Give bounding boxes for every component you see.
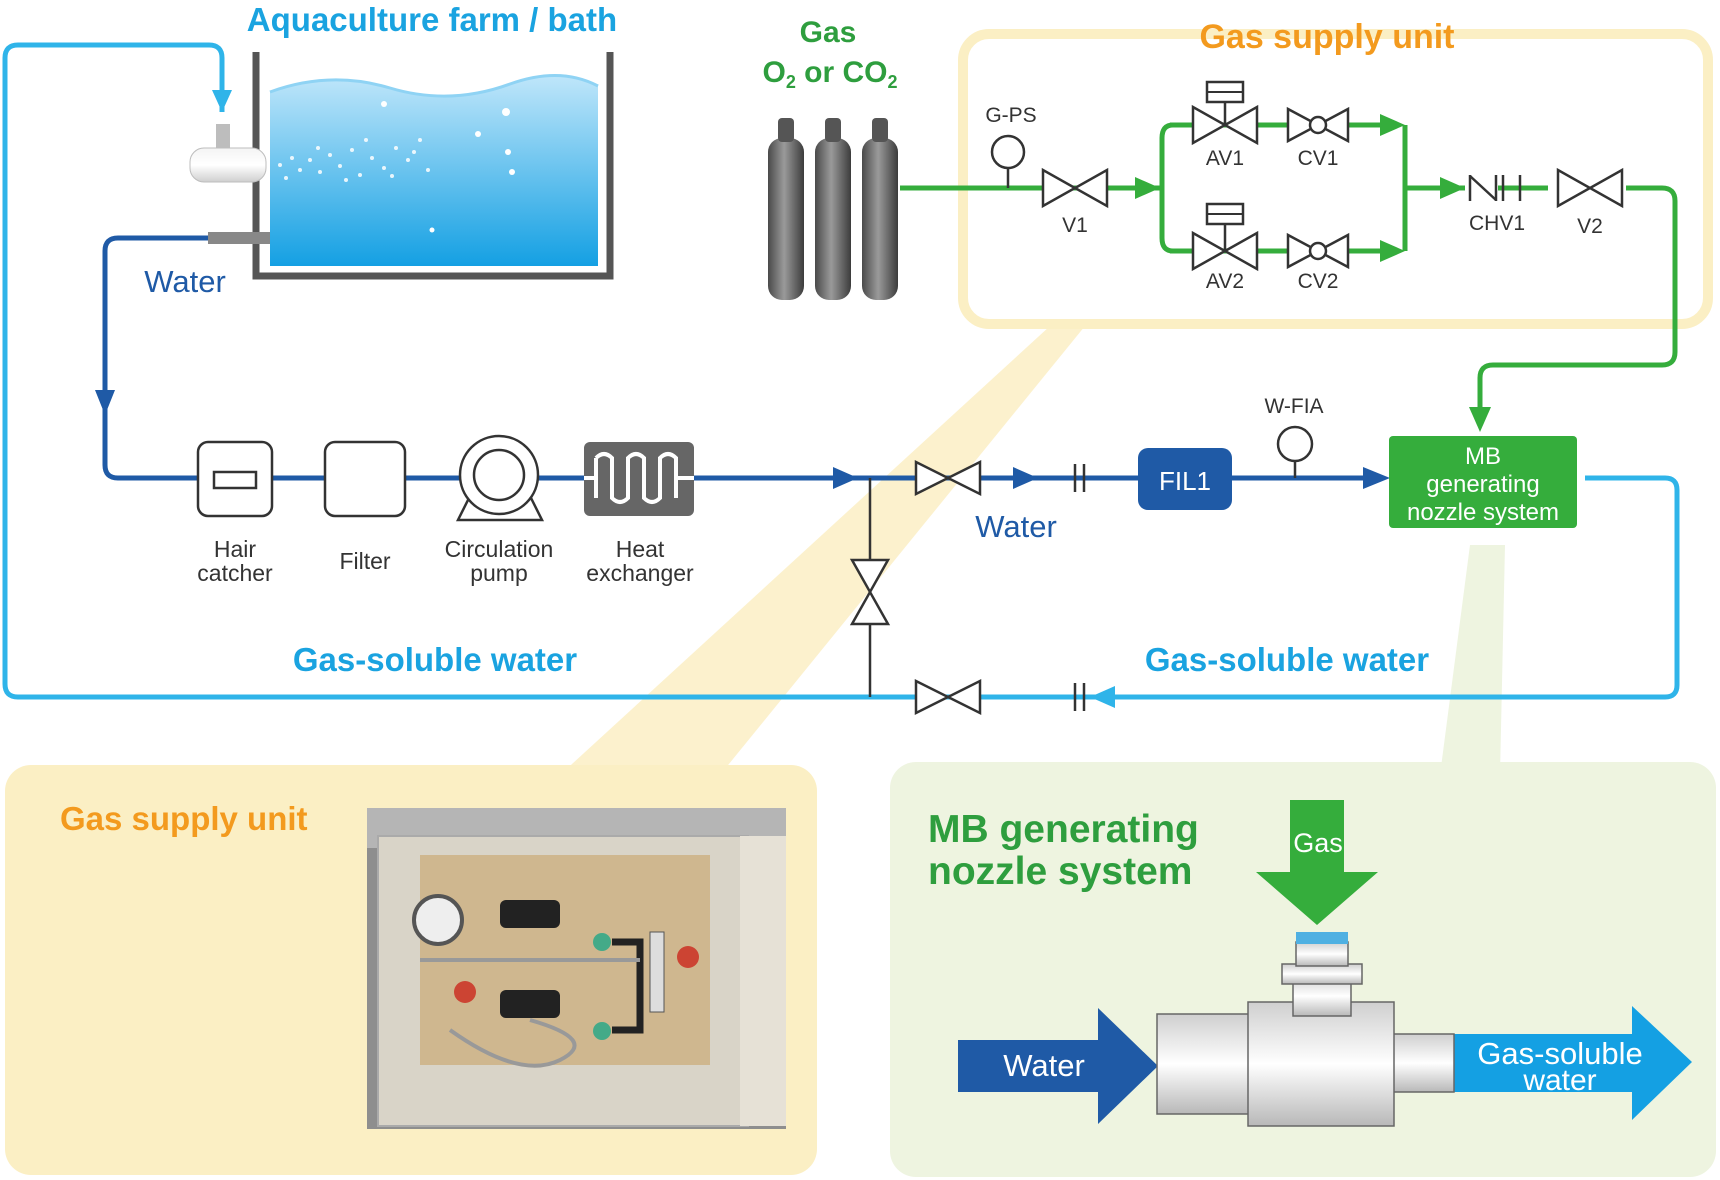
heat-exchanger-label-2: exchanger <box>586 560 694 586</box>
w-fia-gauge <box>1276 425 1314 478</box>
v1-label: V1 <box>1062 214 1088 237</box>
heat-exchanger <box>584 442 694 516</box>
gas-types-label: O2 or CO2 <box>762 56 897 92</box>
water-pipe-main <box>102 235 1370 481</box>
inset-mb-title-1: MB generating <box>928 808 1199 851</box>
gas-arrow-4 <box>1440 177 1465 199</box>
mb-nozzle-box <box>1389 436 1577 528</box>
chv1-label: CHV1 <box>1469 212 1525 235</box>
av2-valve <box>1191 202 1259 272</box>
gas-soluble-right: Gas-soluble water <box>1145 641 1429 678</box>
inset-out-label-1: Gas-soluble <box>1477 1036 1642 1071</box>
w-fia-label: W-FIA <box>1264 395 1323 418</box>
water-inlet-arrow <box>958 1008 1158 1124</box>
return-pipe-right <box>1085 475 1680 700</box>
inset-out-label-2: water <box>1522 1064 1596 1097</box>
water-arrow-1 <box>833 467 858 489</box>
v1-valve <box>1041 167 1109 209</box>
gas-line-branch <box>1159 122 1174 254</box>
callout-mb-nozzle <box>1440 545 1505 775</box>
water-arrow-down <box>95 390 115 415</box>
cv1-valve <box>1286 106 1350 144</box>
cv1-label: CV1 <box>1298 147 1339 170</box>
gas-supply-unit-photo <box>367 808 786 1129</box>
gas-supply-unit-title: Gas supply unit <box>1199 18 1454 56</box>
fil1-label: FIL1 <box>1159 466 1211 496</box>
return-valve <box>914 678 982 716</box>
inset-gas-title: Gas supply unit <box>60 800 308 837</box>
filter-label: Filter <box>339 548 390 574</box>
mb-box-label-3: nozzle system <box>1407 499 1559 526</box>
av1-label: AV1 <box>1206 147 1244 170</box>
gas-line-out <box>1405 185 1678 420</box>
water-label-top: Water <box>144 264 226 299</box>
mb-box-label-2: generating <box>1426 471 1539 498</box>
hair-catcher-label-2: catcher <box>197 560 273 586</box>
gas-cylinders <box>768 118 898 300</box>
v2-valve <box>1556 167 1624 209</box>
union-fitting-2 <box>1073 683 1086 711</box>
bypass-valve-vertical <box>849 558 891 626</box>
cv2-label: CV2 <box>1298 270 1339 293</box>
inset-water-label: Water <box>1003 1048 1085 1083</box>
cv2-valve <box>1286 232 1350 270</box>
return-arrow-head <box>1090 686 1115 708</box>
inlet-arrow-head <box>212 90 232 112</box>
pump-label-2: pump <box>470 560 528 586</box>
pump-label-1: Circulation <box>445 536 554 562</box>
av2-label: AV2 <box>1206 270 1244 293</box>
g-ps-label: G-PS <box>985 104 1036 127</box>
hair-catcher <box>196 440 274 518</box>
filter-box <box>323 440 407 518</box>
gas-soluble-left: Gas-soluble water <box>293 641 577 678</box>
heat-exchanger-label-1: Heat <box>616 536 665 562</box>
callout-gas-supply <box>560 326 1085 775</box>
water-arrow-2 <box>1013 467 1038 489</box>
v2-label: V2 <box>1577 215 1603 238</box>
mb-nozzle-illustration <box>958 800 1692 1127</box>
gas-arrow-5 <box>1469 407 1491 432</box>
gas-supply-unit-frame <box>958 29 1713 329</box>
gas-arrow-3 <box>1380 240 1405 262</box>
fil1-box <box>1138 448 1232 510</box>
tank-title: Aquaculture farm / bath <box>247 1 617 38</box>
return-pipe-left <box>2 42 1085 700</box>
hair-catcher-label-1: Hair <box>214 536 257 562</box>
gas-arrow-2 <box>1380 114 1405 136</box>
av1-valve <box>1191 80 1259 146</box>
water-valve-1 <box>914 459 982 497</box>
gas-inlet-arrow <box>1256 800 1378 925</box>
water-arrow-3 <box>1363 467 1390 489</box>
inset-mb-title-2: nozzle system <box>928 850 1192 893</box>
union-fitting-1 <box>1073 464 1086 492</box>
inset-gas-label: Gas <box>1293 828 1343 858</box>
gas-arrow-1 <box>1135 177 1160 199</box>
g-ps-gauge <box>990 134 1026 188</box>
water-label-mid: Water <box>975 509 1057 544</box>
gas-soluble-outlet-arrow <box>1450 1006 1692 1120</box>
gas-label: Gas <box>800 16 857 49</box>
chv1-valve <box>1468 175 1522 201</box>
aquaculture-tank <box>189 52 614 280</box>
circulation-pump <box>455 434 545 522</box>
mb-box-label-1: MB <box>1465 443 1501 470</box>
